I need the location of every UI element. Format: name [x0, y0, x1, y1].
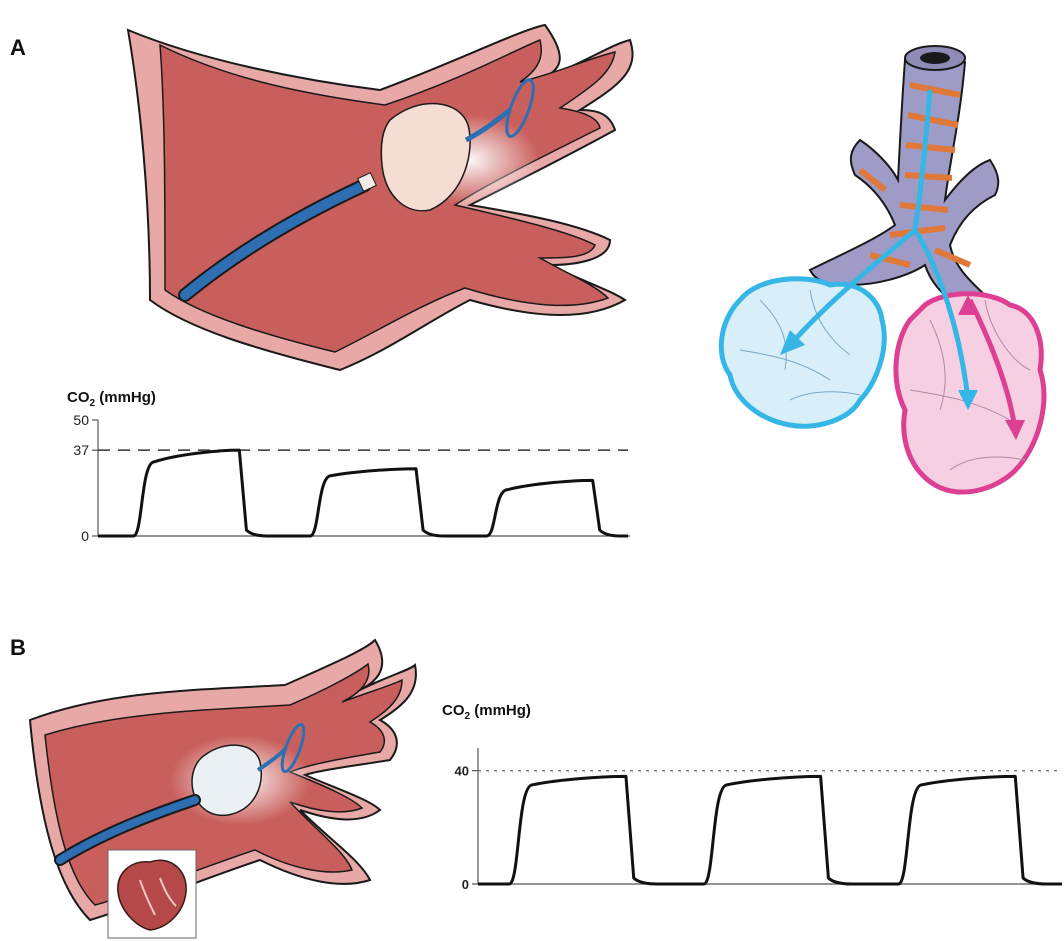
trachea: [810, 54, 998, 310]
pulmonary-artery-illustration-b: [30, 640, 416, 938]
co2-chart-a: CO2 (mmHg) 50 37 0: [67, 389, 630, 544]
y-tick-label: 0: [462, 877, 469, 892]
chart-a-y-axis-title: CO2 (mmHg): [67, 389, 156, 409]
y-tick-label: 0: [81, 528, 89, 544]
pulmonary-artery-illustration-a: [128, 25, 633, 370]
y-tick-label: 50: [73, 412, 89, 428]
lung-alveoli-blue: [721, 279, 884, 427]
panel-b-label: B: [10, 635, 26, 660]
y-tick-label: 40: [455, 764, 469, 779]
chart-b-co2-trace: [478, 776, 1062, 884]
chart-a-co2-trace: [98, 450, 628, 536]
y-tick-label: 37: [73, 442, 89, 458]
chart-b-y-axis-title: CO2 (mmHg): [442, 702, 531, 722]
co2-chart-b: CO2 (mmHg) 40 0: [442, 702, 1062, 892]
airway-lung-illustration: [721, 46, 1044, 492]
panel-a-label: A: [10, 35, 26, 60]
